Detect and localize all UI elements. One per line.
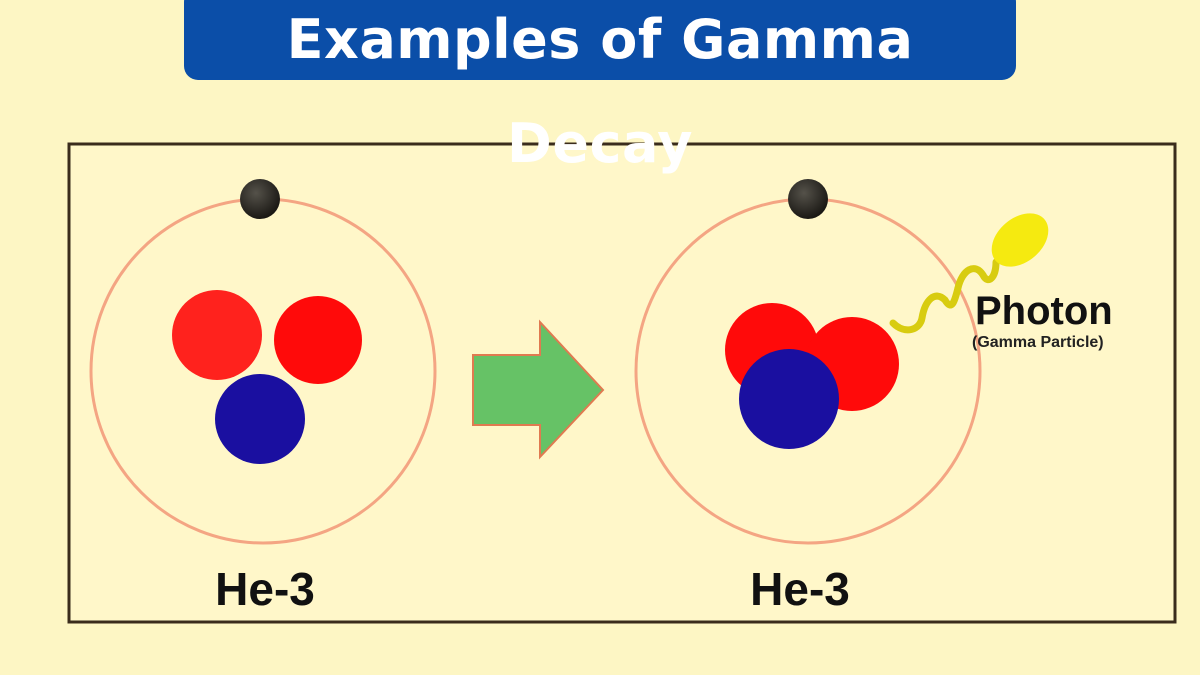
photon-icon <box>889 213 1049 334</box>
right-atom: He-3 <box>634 179 982 615</box>
proton <box>172 290 262 380</box>
neutron <box>739 349 839 449</box>
electron <box>788 179 828 219</box>
photon-sublabel: (Gamma Particle) <box>972 334 1104 351</box>
left-atom-label: He-3 <box>215 563 315 615</box>
photon-label: Photon <box>975 289 1113 333</box>
electron <box>240 179 280 219</box>
page-title: Examples of Gamma Decay <box>184 0 1016 175</box>
left-atom: He-3 <box>89 179 437 615</box>
proton <box>274 296 362 384</box>
arrow-right-icon <box>472 319 605 460</box>
right-atom-label: He-3 <box>750 563 850 615</box>
neutron <box>215 374 305 464</box>
